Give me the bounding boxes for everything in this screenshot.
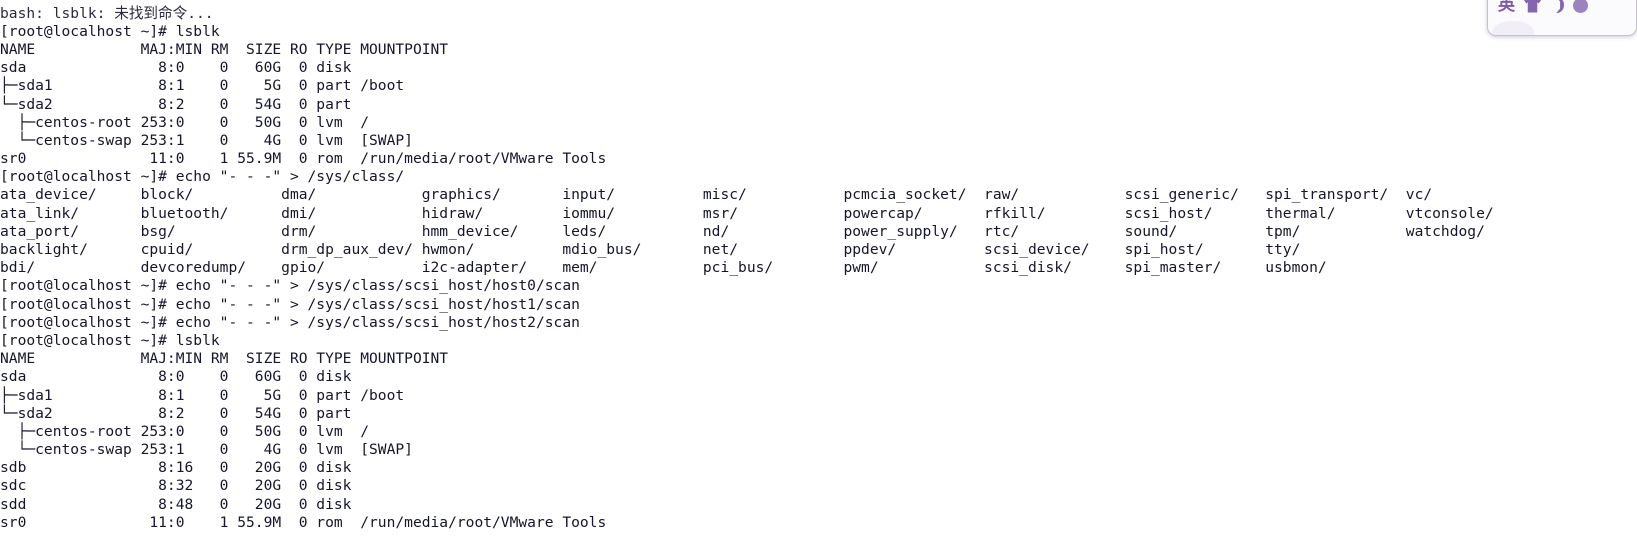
terminal-line: ├─sda1 8:1 0 5G 0 part /boot	[0, 386, 405, 404]
terminal-line: [root@localhost ~]# echo "- - -" > /sys/…	[0, 313, 580, 331]
moon-icon[interactable]	[1556, 0, 1564, 13]
terminal-line: sdd 8:48 0 20G 0 disk	[0, 495, 361, 513]
terminal-line: [root@localhost ~]# lsblk	[0, 22, 220, 40]
terminal-line: sr0 11:0 1 55.9M 0 rom /run/media/root/V…	[0, 150, 607, 168]
terminal-line: └─sda2 8:2 0 54G 0 part	[0, 95, 361, 113]
terminal-line: └─centos-swap 253:1 0 4G 0 lvm [SWAP]	[0, 441, 413, 459]
terminal-line: sda 8:0 0 60G 0 disk	[0, 59, 361, 77]
terminal-line: sda 8:0 0 60G 0 disk	[0, 368, 361, 386]
terminal-line: NAME MAJ:MIN RM SIZE RO TYPE MOUNTPOINT	[0, 40, 449, 58]
terminal-line: sdb 8:16 0 20G 0 disk	[0, 459, 361, 477]
terminal-line: ├─centos-root 253:0 0 50G 0 lvm /	[0, 422, 370, 440]
ime-decoration	[1492, 21, 1534, 35]
terminal-line: [root@localhost ~]# echo "- - -" > /sys/…	[0, 277, 580, 295]
terminal-line: ata_link/ bluetooth/ dmi/ hidraw/ iommu/…	[0, 204, 1494, 222]
terminal-line: ├─sda1 8:1 0 5G 0 part /boot	[0, 77, 405, 95]
shirt-icon[interactable]	[1524, 0, 1541, 13]
terminal-line: [root@localhost ~]# echo "- - -" > /sys/…	[0, 168, 405, 186]
terminal-line: ata_port/ bsg/ drm/ hmm_device/ leds/ nd…	[0, 222, 1485, 240]
flower-icon[interactable]	[1573, 0, 1588, 13]
terminal-line: └─centos-swap 253:1 0 4G 0 lvm [SWAP]	[0, 131, 413, 149]
terminal-line: bash: lsblk: 未找到命令...	[0, 4, 214, 22]
terminal-line: NAME MAJ:MIN RM SIZE RO TYPE MOUNTPOINT	[0, 350, 449, 368]
terminal-line: sdc 8:32 0 20G 0 disk	[0, 477, 361, 495]
terminal-output[interactable]: bash: lsblk: 未找到命令...[root@localhost ~]#…	[0, 5, 1637, 532]
terminal-line: bdi/ devcoredump/ gpio/ i2c-adapter/ mem…	[0, 259, 1327, 277]
terminal-line: ├─centos-root 253:0 0 50G 0 lvm /	[0, 113, 370, 131]
terminal-line: ata_device/ block/ dma/ graphics/ input/…	[0, 186, 1433, 204]
ime-mode-label[interactable]: 英	[1498, 0, 1515, 15]
terminal-line: sr0 11:0 1 55.9M 0 rom /run/media/root/V…	[0, 513, 607, 531]
ime-toolbar[interactable]: 英	[1487, 0, 1637, 36]
terminal-line: [root@localhost ~]# lsblk	[0, 331, 220, 349]
terminal-line: backlight/ cpuid/ drm_dp_aux_dev/ hwmon/…	[0, 241, 1301, 259]
terminal-line: └─sda2 8:2 0 54G 0 part	[0, 404, 361, 422]
terminal-line: [root@localhost ~]# echo "- - -" > /sys/…	[0, 295, 580, 313]
